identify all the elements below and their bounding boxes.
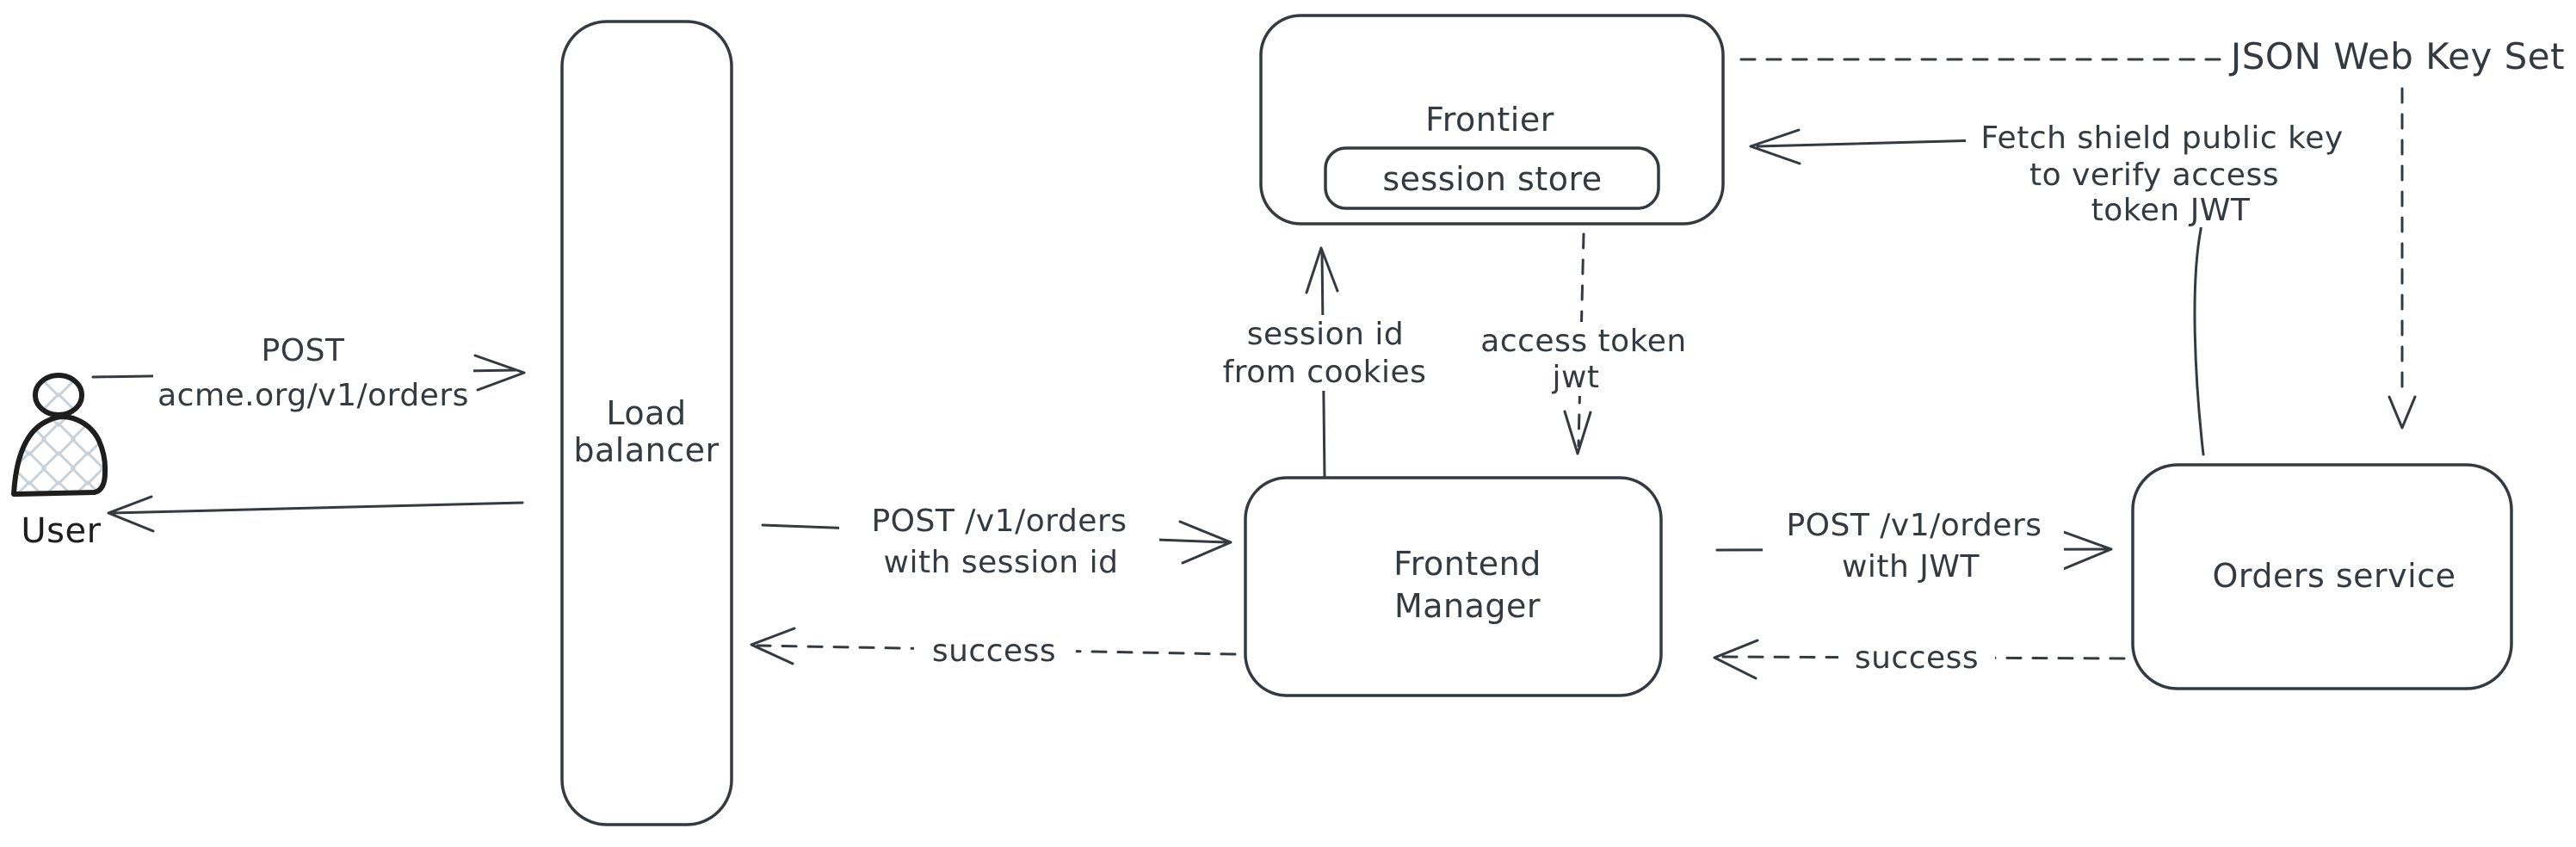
edge-label: success <box>1855 640 1979 676</box>
arrow-orders-service-to-frontend-manager <box>1713 639 2126 680</box>
load-balancer-box <box>560 20 733 826</box>
node-orders-service: Orders service <box>2131 463 2513 690</box>
edge-label-orders-service-to-frontend-manager: success <box>1838 637 1995 676</box>
arrow-shaft <box>110 501 524 515</box>
frontend-manager-label-line1: Frontend <box>1393 545 1541 583</box>
node-frontier: Frontier session store <box>1259 14 1725 226</box>
edge-label: success <box>932 634 1056 669</box>
edge-label-frontend-manager-to-orders-service: POST /v1/orders with JWT <box>1763 504 2064 584</box>
edge-label-line2: with JWT <box>1842 549 1980 584</box>
edge-label-line1: POST /v1/orders <box>1786 508 2042 543</box>
arrowhead-down-icon <box>1563 410 1592 455</box>
jwks-label-group: JSON Web Key Set <box>2228 35 2565 77</box>
load-balancer-label-line2: balancer <box>573 431 719 469</box>
label-mask <box>1966 115 2358 155</box>
node-frontend-manager: Frontend Manager <box>1244 476 1663 697</box>
edge-label-line1: access token <box>1480 324 1686 359</box>
node-load-balancer: Load balancer <box>560 20 733 826</box>
arrowhead-right-icon <box>473 354 526 392</box>
edge-label-line2: jwt <box>1551 360 1599 395</box>
arrowhead-right-icon <box>2057 529 2113 572</box>
edge-label-line2: from cookies <box>1223 355 1427 390</box>
edge-label-line3: token JWT <box>2091 193 2251 228</box>
edge-label-user-to-load-balancer: POST acme.org/v1/orders <box>153 332 473 413</box>
edge-label-load-balancer-to-frontend-manager: POST /v1/orders with session id <box>839 501 1159 580</box>
label-mask <box>839 501 1159 580</box>
frontend-manager-box <box>1244 476 1663 697</box>
label-mask <box>2009 155 2298 191</box>
edge-label-line1: session id <box>1247 317 1405 352</box>
arrowhead-left-icon <box>750 627 796 665</box>
jwks-label: JSON Web Key Set <box>2228 35 2565 77</box>
arrowhead-left-icon <box>1749 128 1801 165</box>
label-mask <box>1763 504 2064 584</box>
label-mask <box>914 630 1076 668</box>
edge-label-frontier-to-frontend-manager: access token jwt <box>1465 322 1702 396</box>
label-mask <box>1215 315 1436 391</box>
orders-service-box <box>2131 463 2513 690</box>
edge-label-frontend-manager-to-load-balancer: success <box>914 630 1076 669</box>
arrowhead-left-icon <box>1713 639 1759 680</box>
edge-label-line2: acme.org/v1/orders <box>158 378 469 413</box>
label-mask <box>1465 322 1702 396</box>
orders-service-label: Orders service <box>2213 557 2456 595</box>
edge-label-line1: POST /v1/orders <box>871 504 1127 539</box>
label-mask <box>153 332 473 413</box>
arrow-shaft <box>1718 655 2126 660</box>
arrow-jwks-to-orders-service <box>2388 87 2417 430</box>
arrowhead-right-icon <box>1178 520 1232 565</box>
load-balancer-label-line1: Load <box>606 394 686 432</box>
frontend-manager-label-line2: Manager <box>1394 587 1541 625</box>
label-mask <box>2066 191 2276 227</box>
session-store-box <box>1324 146 1660 210</box>
person-icon-body <box>11 414 108 497</box>
edge-label-line1: POST <box>262 333 345 368</box>
person-icon-head <box>33 373 84 417</box>
edge-label-line1: Fetch shield public key <box>1980 121 2343 156</box>
arrowhead-up-icon <box>1305 246 1339 294</box>
user-label: User <box>21 511 101 551</box>
edge-label-line2: with session id <box>884 545 1119 580</box>
user-actor: User <box>11 373 108 551</box>
edge-label-frontend-manager-to-frontier: session id from cookies <box>1215 315 1436 391</box>
session-store-label: session store <box>1382 160 1602 198</box>
frontier-label: Frontier <box>1425 101 1554 139</box>
label-mask <box>1838 637 1995 675</box>
edge-label-orders-service-to-frontier: Fetch shield public key to verify access… <box>1966 115 2358 228</box>
arrowhead-down-icon <box>2388 395 2417 430</box>
edge-label-line2: to verify access <box>2029 158 2279 193</box>
arrowhead-left-icon <box>107 495 155 533</box>
arrow-load-balancer-to-user <box>107 495 524 533</box>
